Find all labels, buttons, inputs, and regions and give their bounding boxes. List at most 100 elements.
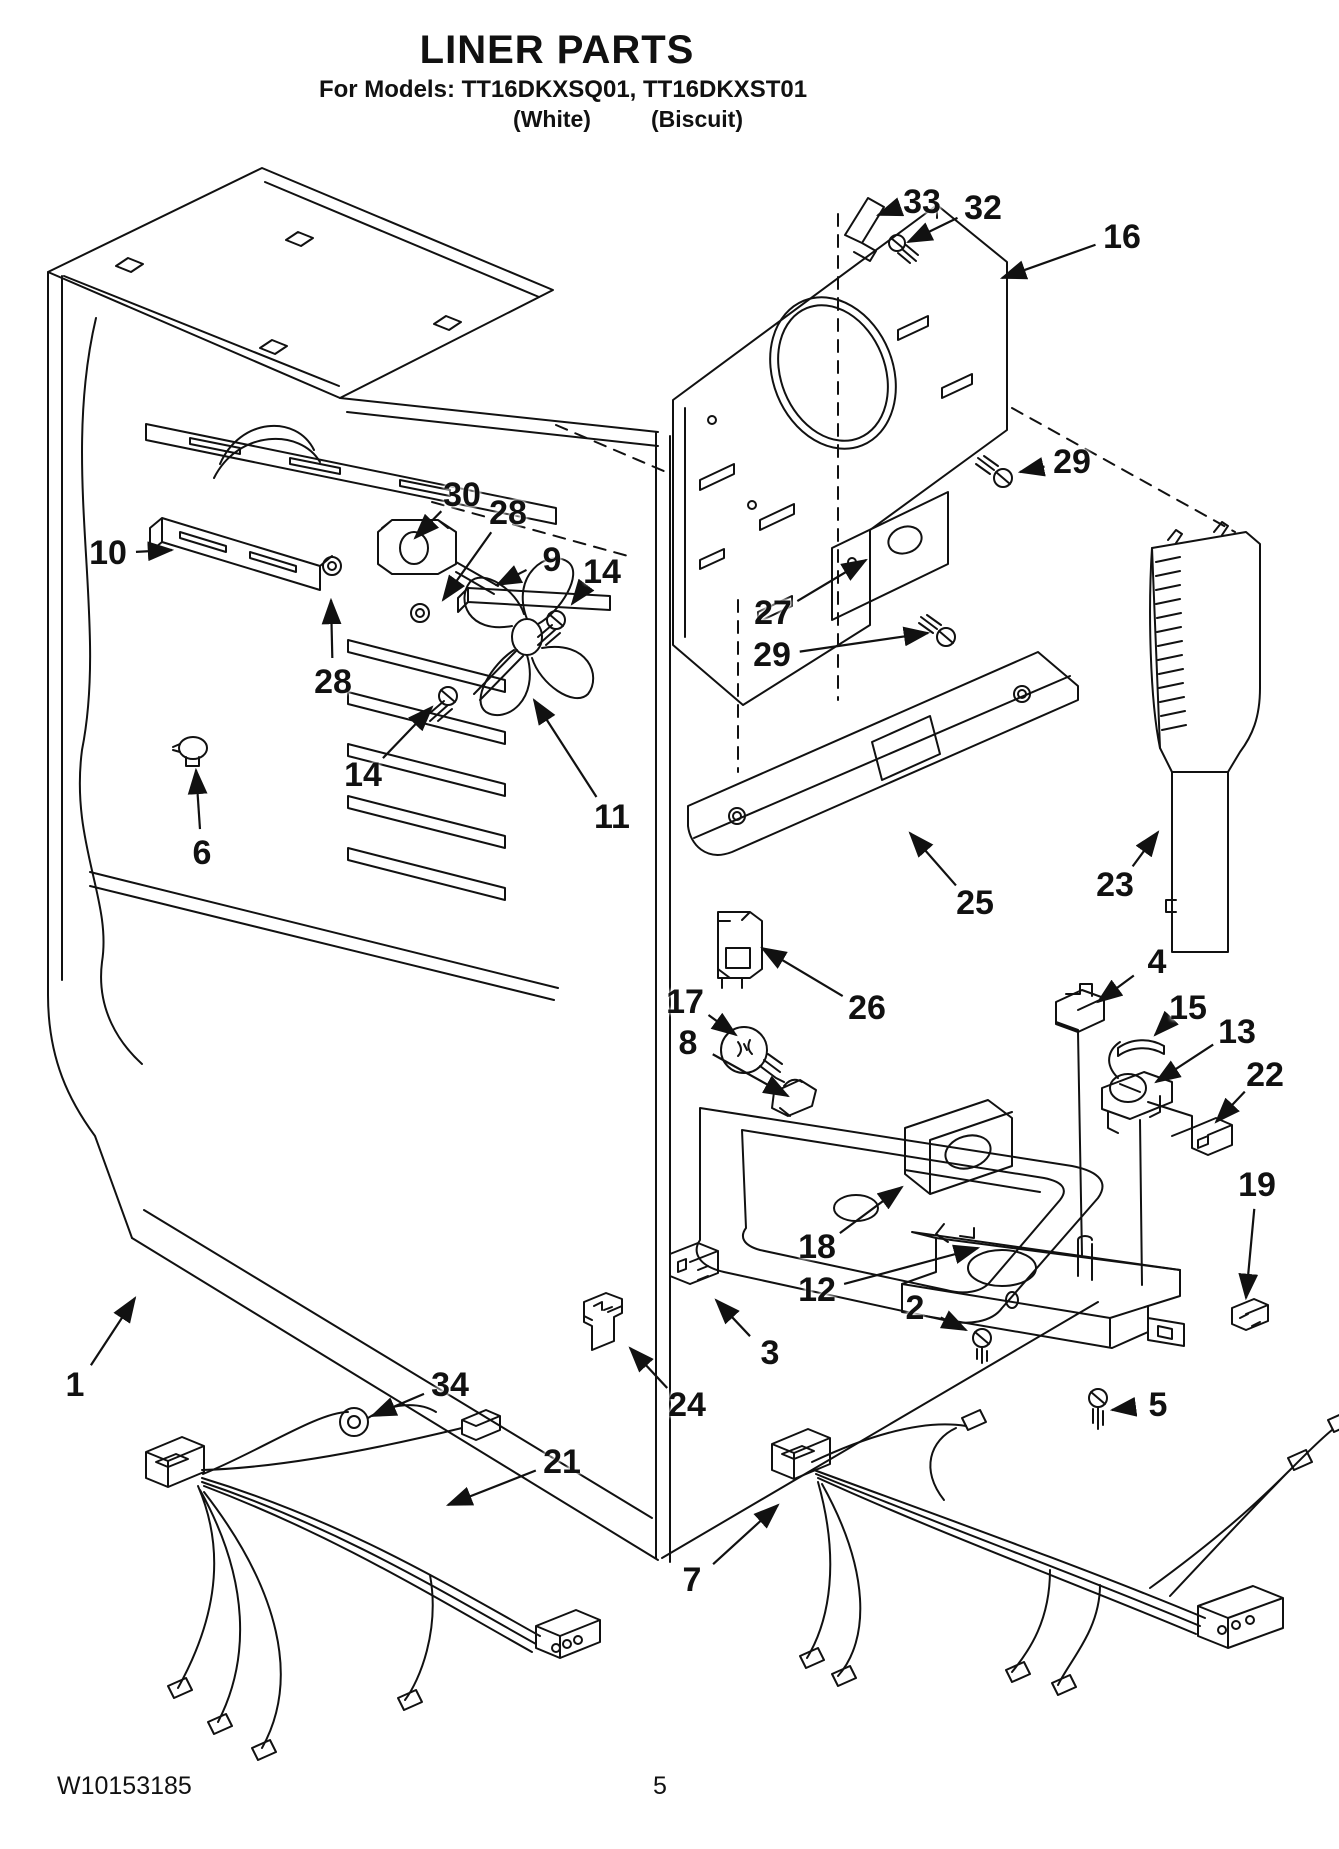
callout-leader-14 xyxy=(570,578,595,606)
callout-32: 32 xyxy=(964,189,1002,227)
callout-leader-10 xyxy=(135,541,175,562)
callout-leader-29 xyxy=(799,626,931,653)
callout-29: 29 xyxy=(1053,443,1091,481)
cabinet-liner-outline xyxy=(47,167,1104,1563)
callout-leader-13 xyxy=(1154,1043,1214,1084)
callout-leader-11 xyxy=(532,698,598,798)
callout-16: 16 xyxy=(1103,218,1141,256)
callout-leader-27 xyxy=(796,558,868,603)
access-cover-25 xyxy=(687,651,1079,856)
gasket-strip-15 xyxy=(1117,1039,1165,1057)
callout-leader-9 xyxy=(495,565,528,587)
lamp-housing-18 xyxy=(904,1099,1013,1195)
callout-leader-34 xyxy=(369,1392,425,1418)
callout-22: 22 xyxy=(1246,1056,1284,1094)
callout-13: 13 xyxy=(1218,1013,1256,1051)
terminal-clip-19 xyxy=(1231,1298,1269,1331)
callout-23: 23 xyxy=(1096,866,1134,904)
callout-1: 1 xyxy=(65,1366,85,1404)
callout-17: 17 xyxy=(666,983,704,1021)
callout-5: 5 xyxy=(1148,1386,1168,1424)
mounting-screws-14 xyxy=(429,610,566,722)
callout-leader-4 xyxy=(1096,974,1135,1004)
callout-33: 33 xyxy=(903,183,941,221)
callout-leader-2 xyxy=(939,1310,968,1331)
callout-leader-1 xyxy=(89,1296,137,1366)
wire-harness-right-7 xyxy=(771,1409,1339,1696)
callout-leader-17 xyxy=(707,1012,738,1037)
panel-screws-29 xyxy=(918,455,1013,647)
wire-harness-left-21 xyxy=(145,1404,601,1761)
callout-29: 29 xyxy=(753,636,791,674)
fan-blade xyxy=(463,557,595,717)
callout-10: 10 xyxy=(89,534,127,572)
callout-leader-14 xyxy=(382,705,434,759)
control-box-tray-12 xyxy=(901,1223,1185,1349)
callout-leader-24 xyxy=(628,1346,669,1389)
callout-14: 14 xyxy=(344,756,382,794)
callout-21: 21 xyxy=(543,1443,581,1481)
callout-leader-21 xyxy=(445,1469,537,1507)
callout-leader-18 xyxy=(839,1185,904,1235)
thermostat-13 xyxy=(1101,1041,1193,1286)
callout-leader-12 xyxy=(843,1244,981,1286)
callout-19: 19 xyxy=(1238,1166,1276,1204)
callout-leader-7 xyxy=(712,1503,780,1566)
callout-25: 25 xyxy=(956,884,994,922)
callout-28: 28 xyxy=(314,663,352,701)
callout-leader-33 xyxy=(875,197,905,217)
callout-6: 6 xyxy=(192,834,212,872)
callout-leader-29 xyxy=(1017,457,1046,477)
callout-leader-32 xyxy=(906,216,958,243)
callout-leader-22 xyxy=(1214,1090,1246,1124)
callout-18: 18 xyxy=(798,1228,836,1266)
callout-24: 24 xyxy=(668,1386,706,1424)
drain-plug-24 xyxy=(583,1292,623,1351)
callout-30: 30 xyxy=(443,476,481,514)
defrost-timer-26 xyxy=(717,911,763,989)
callout-leader-6 xyxy=(187,767,208,830)
callout-12: 12 xyxy=(798,1271,836,1309)
callout-4: 4 xyxy=(1147,943,1167,981)
callout-leader-15 xyxy=(1153,1010,1179,1037)
color-note-white: (White) xyxy=(513,106,591,132)
callout-28: 28 xyxy=(489,494,527,532)
switch-22 xyxy=(1191,1117,1233,1156)
callout-leader-28 xyxy=(321,597,342,659)
callout-8: 8 xyxy=(678,1024,698,1062)
callout-2: 2 xyxy=(905,1289,925,1327)
callout-leader-lines xyxy=(89,197,1259,1566)
models-line: For Models: TT16DKXSQ01, TT16DKXST01 xyxy=(318,76,808,103)
callout-3: 3 xyxy=(760,1334,780,1372)
callout-7: 7 xyxy=(682,1561,702,1599)
callout-leader-28 xyxy=(441,531,493,602)
callout-34: 34 xyxy=(431,1366,469,1404)
panel-screw-32 xyxy=(888,234,919,264)
callout-leader-8 xyxy=(712,1053,790,1098)
callout-14: 14 xyxy=(583,553,621,591)
air-duct-23 xyxy=(1149,521,1261,953)
callout-26: 26 xyxy=(848,989,886,1027)
callout-leader-16 xyxy=(999,243,1096,280)
tray-screw-2 xyxy=(972,1328,992,1364)
color-note-biscuit: (Biscuit) xyxy=(651,106,743,132)
page-number: 5 xyxy=(653,1772,667,1800)
callout-11: 11 xyxy=(594,798,630,836)
document-number: W10153185 xyxy=(57,1772,192,1800)
freezer-floor-plug xyxy=(172,736,208,767)
callout-leader-19 xyxy=(1238,1208,1259,1301)
callout-leader-5 xyxy=(1109,1397,1138,1417)
callout-27: 27 xyxy=(754,594,792,632)
motor-grommets xyxy=(322,556,430,623)
shelf-clip-3 xyxy=(669,1242,719,1285)
callout-15: 15 xyxy=(1169,989,1207,1027)
page-title: LINER PARTS xyxy=(419,28,695,72)
callout-leader-3 xyxy=(714,1298,751,1337)
callout-leader-25 xyxy=(908,831,957,887)
overload-relay-4 xyxy=(1055,983,1105,1256)
callout-leader-23 xyxy=(1131,830,1160,868)
light-bulb-17 xyxy=(720,1026,785,1083)
